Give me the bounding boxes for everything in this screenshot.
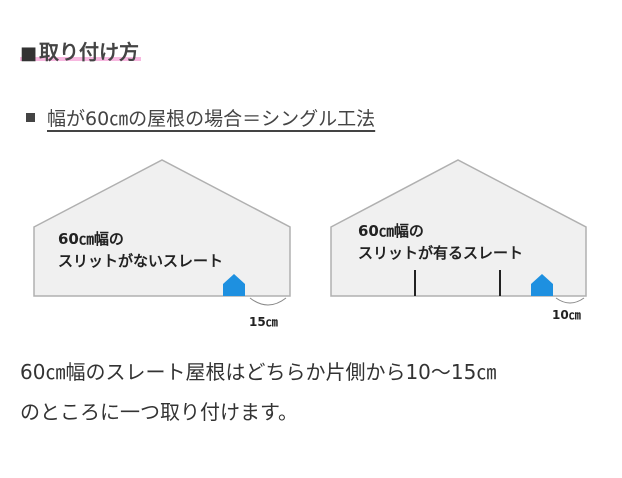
right-house: 60㎝幅の スリットが有るスレート 10㎝	[330, 159, 587, 322]
right-distance-label: 10㎝	[552, 308, 581, 322]
left-house-shape	[33, 159, 291, 297]
left-house: 60㎝幅の スリットがないスレート 15㎝	[33, 159, 291, 329]
sub-heading-text: 幅が60㎝の屋根の場合＝シングル工法	[47, 108, 376, 130]
left-house-marker-icon	[223, 274, 245, 296]
section-heading: ■取り付け方	[20, 36, 142, 65]
description-text: 60㎝幅のスレート屋根はどちらか片側から10〜15㎝ のところに一つ取り付けます…	[20, 352, 610, 432]
installation-diagram: 60㎝幅の スリットがないスレート 15㎝ 60㎝幅の スリットが有るスレート …	[33, 159, 587, 329]
heading-square-marker: ■	[20, 43, 38, 64]
right-house-marker-icon	[531, 274, 553, 296]
right-distance-arc	[555, 297, 585, 304]
square-bullet-icon	[26, 113, 35, 122]
left-distance-label: 15㎝	[249, 315, 278, 329]
heading-title: 取り付け方	[39, 40, 140, 64]
right-house-label-line2: スリットが有るスレート	[358, 244, 523, 262]
left-distance-arc	[249, 297, 287, 306]
right-house-label-line1: 60㎝幅の	[358, 222, 424, 240]
description-line-2: のところに一つ取り付けます。	[20, 400, 298, 424]
description-line-1: 60㎝幅のスレート屋根はどちらか片側から10〜15㎝	[20, 360, 497, 384]
right-house-shape	[330, 159, 587, 297]
left-house-label-line1: 60㎝幅の	[58, 230, 124, 248]
left-house-label-line2: スリットがないスレート	[58, 252, 223, 270]
sub-heading: 幅が60㎝の屋根の場合＝シングル工法	[26, 104, 375, 131]
